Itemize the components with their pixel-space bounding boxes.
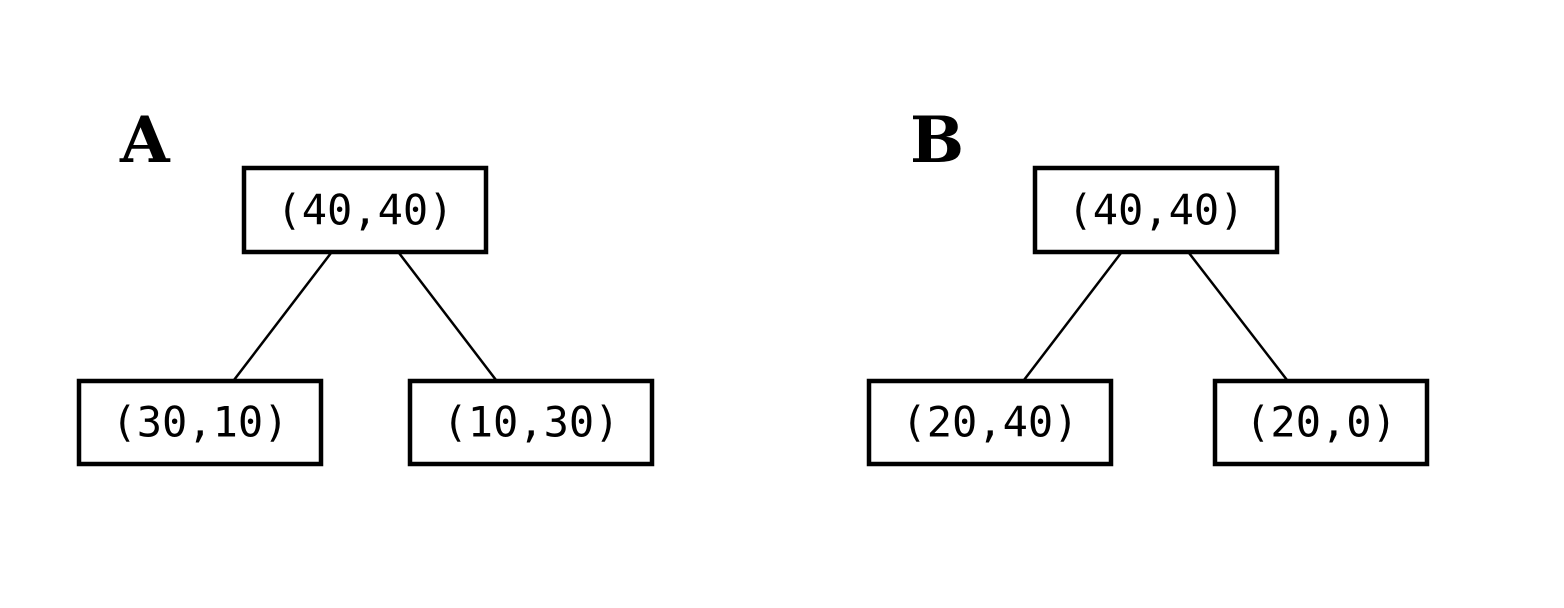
tree-b-right-node: (20,0) (1212, 378, 1430, 467)
tree-a: A (40,40) (30,10) (10,30) (76, 103, 655, 467)
tree-a-left-payoff: (30,10) (111, 398, 288, 447)
edge-b-right (1188, 252, 1288, 381)
edge-a-left (233, 252, 332, 381)
edge-b-left (1023, 252, 1122, 381)
tree-a-left-node: (30,10) (76, 378, 324, 467)
tree-b: B (40,40) (20,40) (20,0) (866, 103, 1430, 467)
tree-a-root-payoff: (40,40) (276, 186, 453, 235)
tree-a-root-node: (40,40) (241, 165, 489, 255)
tree-a-right-payoff: (10,30) (442, 398, 619, 447)
tree-b-left-node: (20,40) (866, 378, 1114, 467)
tree-b-root-payoff: (40,40) (1067, 186, 1244, 235)
tree-b-root-node: (40,40) (1032, 165, 1280, 255)
panel-label-b: B (910, 103, 964, 178)
tree-a-right-node: (10,30) (407, 378, 655, 467)
tree-b-right-payoff: (20,0) (1245, 398, 1397, 447)
tree-b-left-payoff: (20,40) (901, 398, 1078, 447)
panel-label-a: A (119, 103, 171, 178)
edge-a-right (398, 252, 497, 381)
